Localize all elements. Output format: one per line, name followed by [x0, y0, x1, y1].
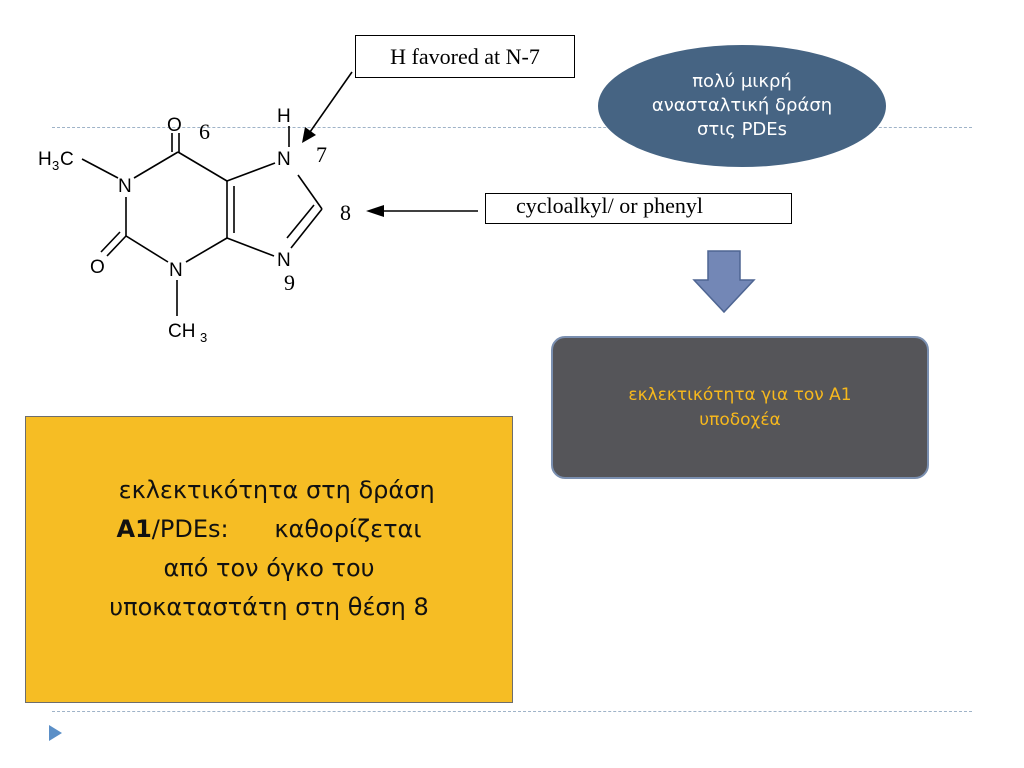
position-label-7: 7 [316, 142, 327, 167]
methyl-ch3: CH [168, 321, 195, 342]
molecule-bonds [81, 126, 323, 316]
summary-line-2: A1/PDEs: καθορίζεται [26, 510, 512, 549]
selectivity-summary-box: εκλεκτικότητα στη δράση A1/PDEs: καθορίζ… [25, 416, 513, 703]
a1-box-line-1: εκλεκτικότητα για τον A1 [628, 384, 852, 405]
summary-line-4: υποκαταστάτη στη θέση 8 [109, 593, 429, 621]
summary-line-1-text: εκλεκτικότητα στη δράση [118, 476, 435, 504]
summary-line-2-text: /PDEs: καθορίζεται [151, 515, 422, 543]
a1-box-line-2: υποδοχέα [699, 409, 781, 430]
atom-o-left: O [90, 257, 105, 278]
cycloalkyl-label: cycloalkyl/ or phenyl [516, 192, 703, 218]
atom-h7: H [277, 106, 291, 127]
h-favored-annotation: H favored at N-7 [355, 35, 575, 78]
divider-bottom [52, 711, 972, 712]
summary-line-1: εκλεκτικότητα στη δράση [26, 471, 512, 510]
position-label-8: 8 [340, 200, 351, 225]
atom-n1: N [118, 176, 132, 197]
position-label-9: 9 [284, 270, 295, 295]
arrow-to-n7 [302, 71, 353, 143]
arrow-to-position-8 [366, 205, 478, 217]
methyl-ch3-sub: 3 [200, 330, 207, 345]
summary-a1-bold: A1 [116, 515, 152, 543]
triangle-bullet-icon [49, 725, 62, 741]
atom-n9: N [277, 250, 291, 271]
atom-o-top: O [167, 115, 182, 136]
divider-top [52, 127, 972, 128]
methyl-h3c-c: C [60, 149, 74, 170]
pde-ellipse-line-2: ανασταλτική δράση [651, 95, 833, 116]
down-arrow-icon [692, 250, 756, 314]
atom-n7: N [277, 149, 291, 170]
theophylline-structure: O N O N N H N H 3 C CH 3 6 7 8 9 [38, 71, 478, 345]
pde-ellipse-line-1: πολύ μικρή [692, 71, 792, 92]
position-label-6: 6 [199, 119, 210, 144]
a1-selectivity-box: εκλεκτικότητα για τον A1 υποδοχέα [551, 336, 929, 479]
methyl-h3c-sub: 3 [52, 158, 59, 173]
atom-n3: N [169, 260, 183, 281]
pde-inhibition-ellipse: πολύ μικρή ανασταλτική δράση στις PDEs [598, 45, 886, 167]
pde-ellipse-line-3: στις PDEs [696, 119, 788, 140]
summary-line-3: από τον όγκο του [163, 554, 375, 582]
h-favored-label: H favored at N-7 [390, 43, 540, 69]
methyl-h3c-h: H [38, 149, 52, 170]
cycloalkyl-annotation: cycloalkyl/ or phenyl [485, 193, 792, 224]
